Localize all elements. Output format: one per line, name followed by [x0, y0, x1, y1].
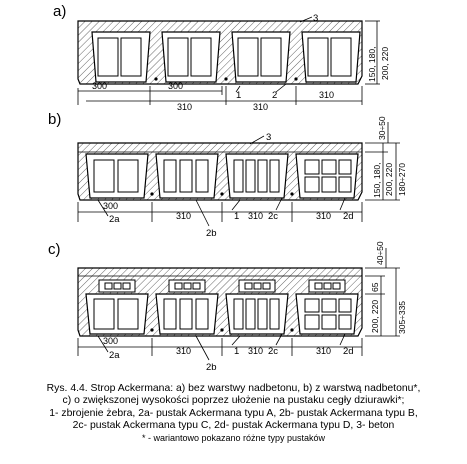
panel-b-block-2d: [295, 153, 359, 199]
figure-caption: Rys. 4.4. Strop Ackermana: a) bez warstw…: [2, 383, 465, 444]
panel-b-height-total: 180÷270: [397, 163, 407, 196]
panel-b-height-1: 150, 180,: [372, 163, 382, 198]
caption-line-3: 1- zbrojenie żebra, 2a- pustak Ackermana…: [49, 407, 418, 419]
panel-a-block-1: [91, 31, 151, 83]
caption-line-2: c) o zwiększonej wysokości poprzez ułoże…: [62, 395, 405, 407]
panel-a-height-2: 200, 220: [380, 47, 390, 80]
panel-b-label-2b: 2b: [206, 228, 217, 239]
panel-b-dim-3: 310: [248, 211, 263, 221]
panel-a-dim-1: 300: [92, 81, 107, 91]
panel-a-label-1: 1: [236, 90, 241, 101]
panel-c-block-2c: [225, 279, 289, 335]
panel-b-label-2a: 2a: [109, 214, 120, 225]
panel-b: b): [48, 111, 407, 239]
panel-a-dimensions: [77, 20, 380, 105]
panel-b-dim-1: 300: [103, 201, 118, 211]
caption-line-4: 2c- pustak Ackermana typu C, 2d- pustak …: [72, 420, 395, 432]
panel-b-label-1: 1: [234, 211, 239, 222]
panel-c-label-2a: 2a: [109, 350, 120, 361]
panel-b-topping-dim: 30÷50: [377, 116, 387, 140]
panel-a-rebars: [154, 77, 298, 81]
panel-a: a) 3: [53, 3, 390, 112]
panel-c-label-2d: 2d: [343, 346, 354, 357]
panel-a-dim-2: 300: [168, 81, 183, 91]
panel-a-height-1: 150, 180,: [367, 47, 377, 82]
panel-c-dimensions: [77, 248, 400, 361]
panel-b-block-2a: [85, 153, 149, 199]
panel-b-rebars: [150, 192, 294, 196]
panel-c-dim-1: 300: [103, 336, 118, 346]
panel-b-concrete: [77, 142, 363, 201]
panel-a-dim-5: 310: [319, 90, 334, 100]
panel-a-block-3: [231, 31, 291, 83]
panel-c-height-block: 200, 220: [370, 300, 380, 333]
panel-c-label-2c: 2c: [268, 346, 278, 357]
panel-a-dim-4: 310: [253, 102, 268, 112]
panel-b-block-2b: [155, 153, 219, 199]
panel-a-block-4: [301, 31, 361, 83]
panel-c-rebars: [150, 328, 294, 332]
panel-c-concrete: [77, 267, 363, 337]
panel-b-dim-4: 310: [316, 211, 331, 221]
ackermann-slab-figure: a) 3: [48, 3, 407, 373]
panel-c-block-2b: [155, 279, 219, 335]
panel-a-label-3: 3: [313, 13, 318, 24]
panel-b-label-2d: 2d: [343, 211, 354, 222]
panel-b-height-2: 200, 220: [384, 163, 394, 196]
panel-c-topping-dim: 40÷50: [375, 241, 385, 265]
panel-b-dimensions: [77, 122, 400, 227]
panel-b-dim-2: 310: [176, 211, 191, 221]
panel-c-dim-2: 310: [176, 346, 191, 356]
panel-c-block-2d: [295, 279, 359, 335]
panel-c-height-brick: 65: [370, 282, 380, 292]
caption-line-1: Rys. 4.4. Strop Ackermana: a) bez warstw…: [46, 383, 421, 394]
panel-a-dim-3: 310: [177, 102, 192, 112]
panel-c-height-total: 305÷335: [397, 301, 407, 334]
panel-c-block-2a: [85, 279, 149, 335]
panel-b-label-2c: 2c: [268, 211, 278, 222]
panel-b-letter: b): [48, 111, 61, 128]
panel-b-block-2c: [225, 153, 289, 199]
panel-a-block-2: [161, 31, 221, 83]
caption-line-5: * - wariantowo pokazano różne typy pusta…: [141, 432, 326, 443]
panel-c-label-1: 1: [234, 346, 239, 357]
panel-c-dim-4: 310: [316, 346, 331, 356]
panel-c-label-2b: 2b: [206, 362, 217, 373]
panel-a-letter: a): [53, 3, 66, 20]
panel-c-letter: c): [48, 241, 61, 258]
panel-c: c): [48, 241, 407, 373]
panel-b-label-3: 3: [266, 132, 271, 143]
panel-c-dim-3: 310: [248, 346, 263, 356]
panel-a-label-2: 2: [272, 90, 277, 101]
